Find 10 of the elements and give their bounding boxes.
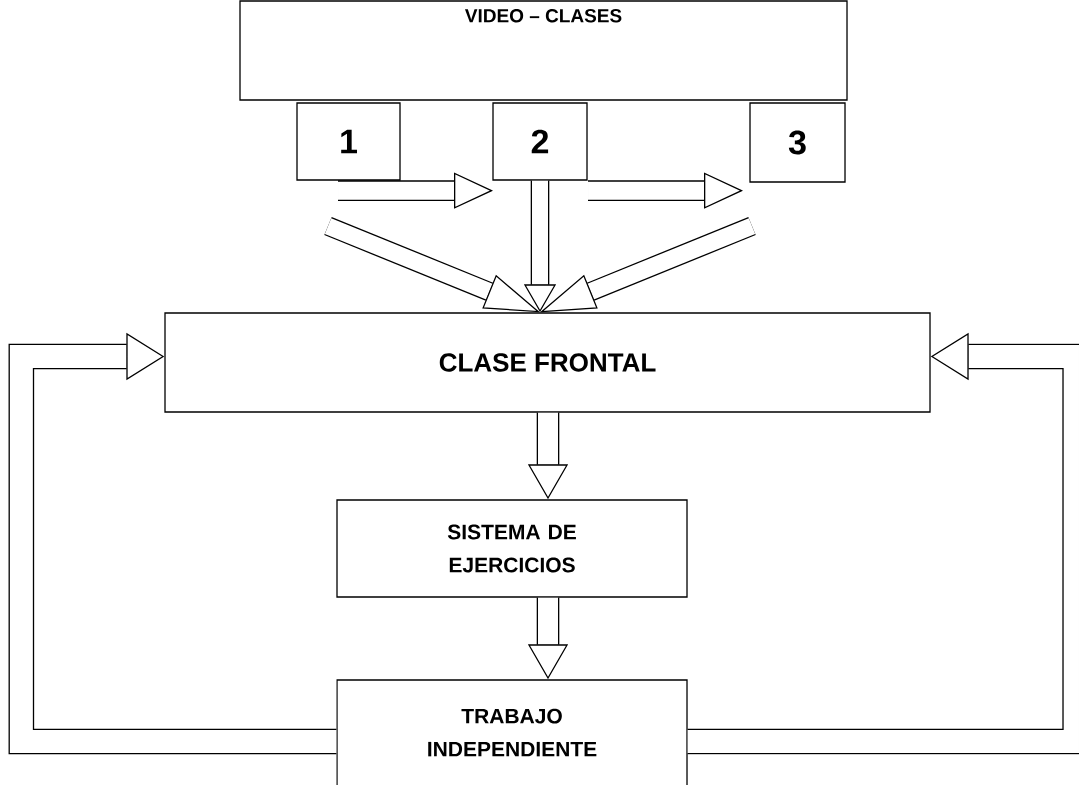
block-arrow (338, 172, 493, 209)
block-arrow (8, 332, 337, 755)
process-box: TRABAJO INDEPENDIENTE (336, 679, 688, 785)
number-box: 1 (296, 102, 401, 181)
number-box: 2 (492, 102, 588, 181)
block-arrow (588, 172, 743, 209)
title-box: VIDEO – CLASES (239, 0, 848, 101)
number-box: 3 (749, 102, 846, 183)
process-box: CLASE FRONTAL (164, 312, 931, 413)
process-box: SISTEMA DE EJERCICIOS (336, 499, 688, 598)
